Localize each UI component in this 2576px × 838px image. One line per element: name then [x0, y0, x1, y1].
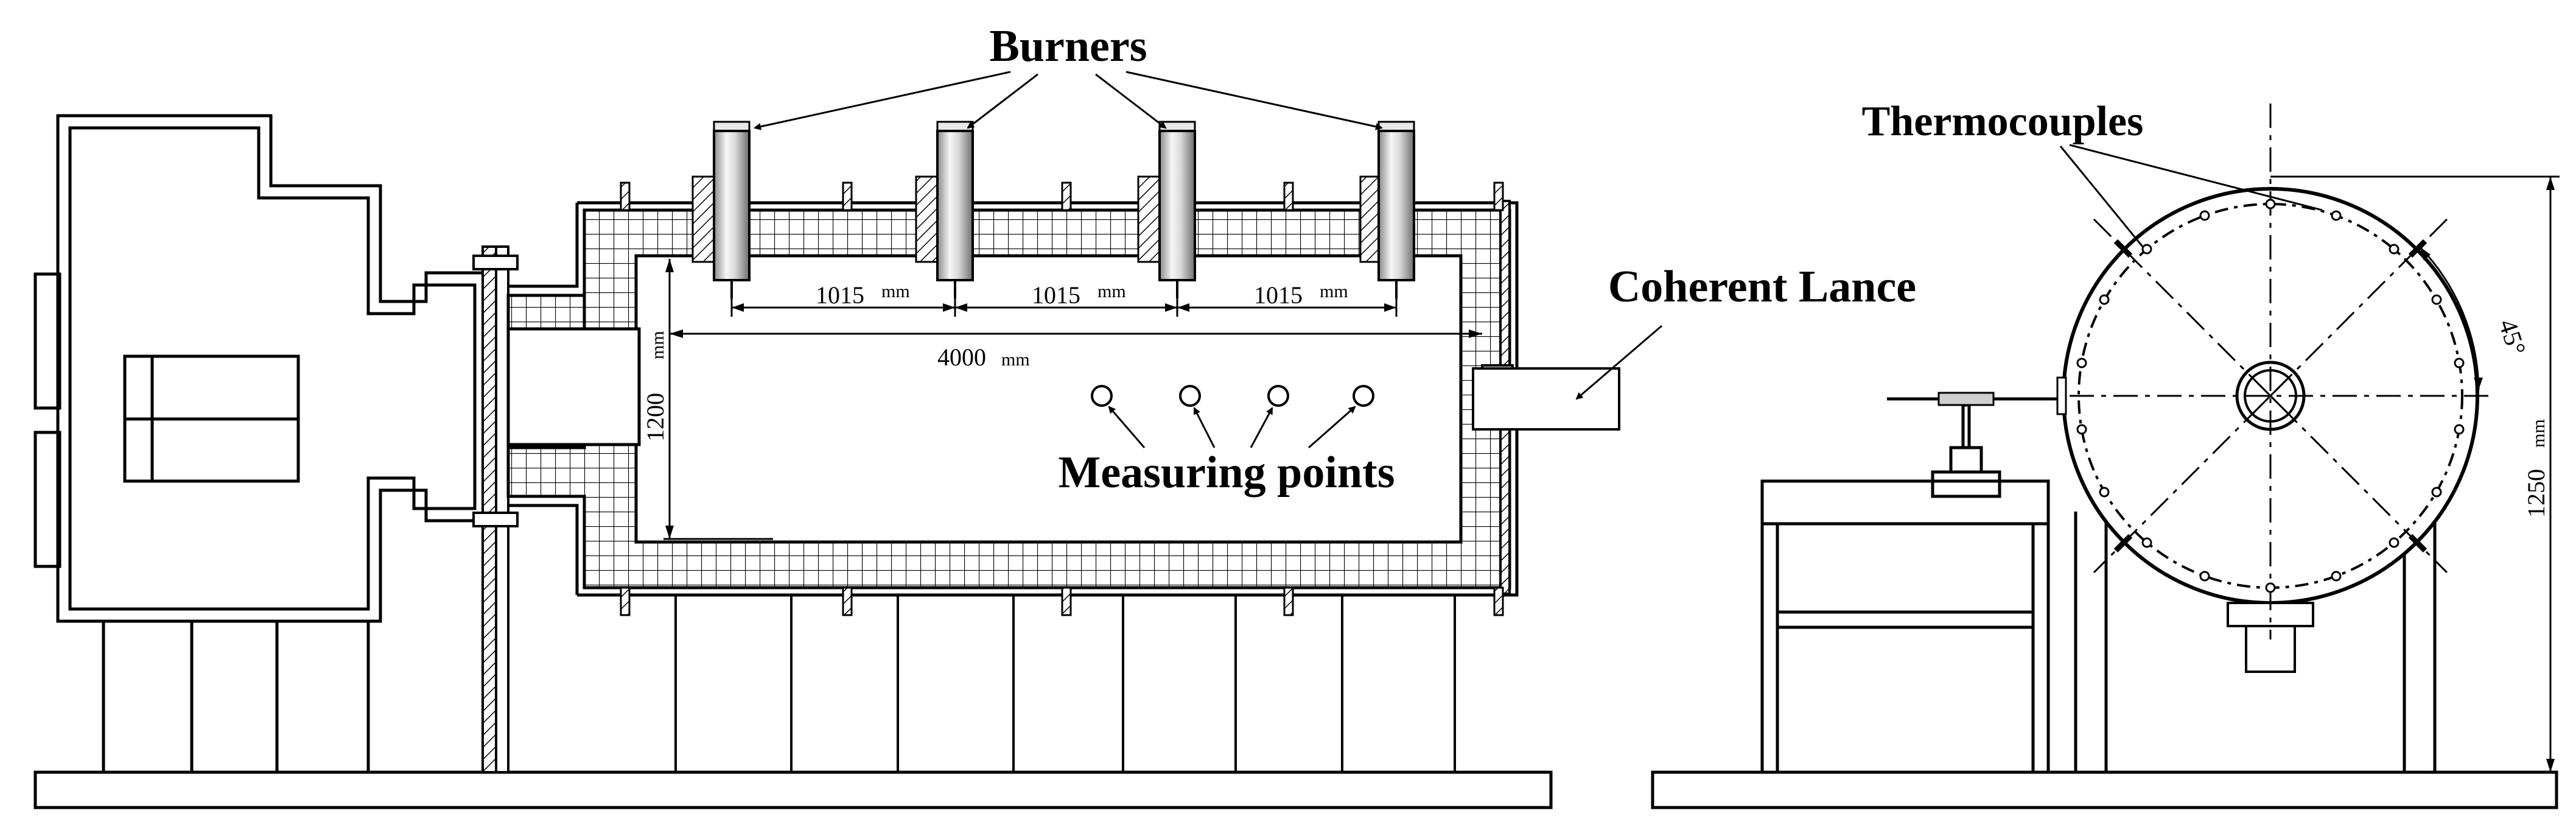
support-table: [1760, 403, 2050, 774]
side-view: 1015 mm 1015 mm 1015 mm 4000 mm 1200 mm: [33, 21, 1916, 809]
measuring-point-3: [1267, 385, 1289, 407]
coherent-lance-body: [1472, 367, 1620, 431]
outer-height-value: 1250: [2522, 469, 2550, 518]
probe-rod: [1887, 389, 2083, 409]
shell-ribs: [620, 181, 1504, 616]
side-base-plate: [33, 770, 1553, 809]
burner-2: [936, 121, 974, 298]
burners-label: Burners: [990, 21, 1147, 71]
burners-callout: Burners: [754, 21, 1383, 130]
height-unit: mm: [648, 331, 668, 359]
spacing-3-unit: mm: [1320, 281, 1348, 301]
flange-plate: [472, 245, 519, 773]
height-value: 1200: [642, 393, 669, 442]
coherent-lance: Coherent Lance: [1472, 262, 1916, 431]
spacing-3-value: 1015: [1254, 281, 1303, 309]
coherent-lance-label: Coherent Lance: [1608, 262, 1916, 312]
spacing-1-value: 1015: [816, 281, 864, 309]
measuring-point-2: [1179, 385, 1201, 407]
measuring-points: Measuring points: [1058, 385, 1395, 498]
end-base-plate: [1651, 770, 2558, 809]
burner-1: [713, 121, 751, 298]
outer-height-unit: mm: [2529, 419, 2549, 448]
furnace-cross-section: [2056, 104, 2496, 673]
measuring-point-4: [1353, 385, 1374, 407]
thermocouple-holes: [2076, 199, 2465, 593]
angle-label: 45°: [2493, 316, 2530, 359]
spacing-2-value: 1015: [1032, 281, 1080, 309]
furnace-supports: [674, 595, 1456, 772]
measuring-points-label: Measuring points: [1058, 448, 1395, 498]
burner-spacing-dimension: 1015 mm 1015 mm 1015 mm: [730, 281, 1398, 317]
thermocouples-callout: Thermocouples: [1862, 98, 2323, 247]
burner-3: [1158, 121, 1196, 298]
burner-4: [1377, 121, 1415, 298]
measuring-point-1: [1091, 385, 1113, 407]
length-value: 4000: [937, 343, 986, 371]
spacing-2-unit: mm: [1097, 281, 1126, 301]
length-dimension: 4000 mm: [670, 329, 1482, 371]
spacing-1-unit: mm: [881, 281, 910, 301]
thermocouples-label: Thermocouples: [1862, 98, 2144, 145]
combustion-housing: [33, 114, 489, 772]
length-unit: mm: [1001, 350, 1030, 370]
end-view: Thermocouples 45° 1250 mm: [1651, 98, 2560, 809]
outer-height-dimension: 1250 mm: [2270, 175, 2560, 772]
height-dimension: 1200 mm: [642, 259, 773, 540]
burners: [713, 121, 1415, 298]
